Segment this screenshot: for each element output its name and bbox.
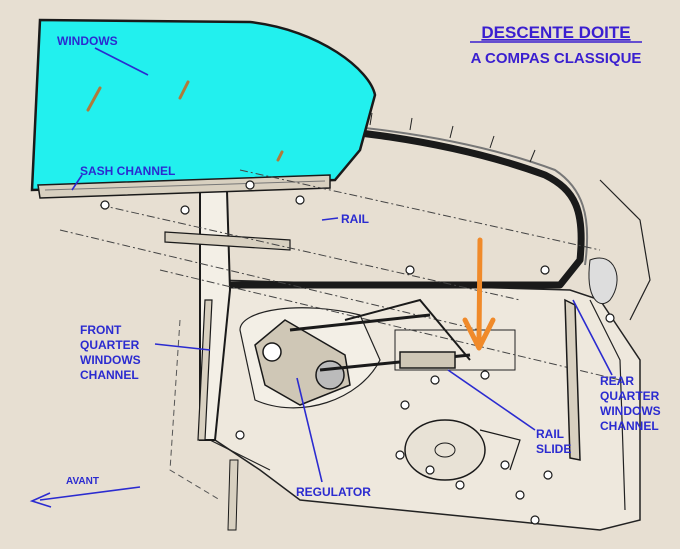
rail-slide-part [399, 351, 456, 369]
rear-pillar-shape [599, 179, 651, 321]
cover-plate [404, 419, 521, 481]
glass-reflections [86, 80, 284, 162]
label-rear-quarter-2: QUARTER [600, 389, 660, 403]
label-rail-slide-1: RAIL [536, 427, 564, 441]
sash-channel-bar [37, 174, 331, 199]
label-rail-slide-2: SLIDE [536, 442, 571, 456]
label-rear-quarter-1: REAR [600, 374, 634, 388]
screws [100, 180, 615, 525]
leader-sash [71, 174, 83, 191]
avant-arrow-icon [29, 486, 141, 508]
door-dashed-outline [169, 319, 221, 501]
leader-rail [321, 217, 339, 221]
leader-regulator [296, 377, 323, 483]
diagram-title: DESCENTE DOITE [481, 23, 630, 42]
rear-channel-bar [564, 298, 581, 461]
label-windows: WINDOWS [57, 34, 118, 48]
sash-channel-line [44, 180, 326, 191]
leader-rear [572, 299, 613, 376]
label-rear-quarter-4: CHANNEL [600, 419, 659, 433]
diagram-subtitle: A COMPAS CLASSIQUE [471, 50, 642, 67]
inner-panel-cutout [394, 329, 516, 371]
label-rail: RAIL [341, 212, 369, 226]
speaker-opening [588, 257, 618, 305]
label-rear-quarter-3: WINDOWS [600, 404, 661, 418]
label-regulator: REGULATOR [296, 485, 371, 499]
label-front-quarter-3: WINDOWS [80, 353, 141, 367]
front-channel-rod [197, 299, 213, 441]
label-front-quarter-2: QUARTER [80, 338, 140, 352]
label-front-quarter-1: FRONT [80, 323, 122, 337]
window-glass [30, 18, 377, 192]
door-rear-edge [589, 299, 626, 511]
leader-lines [71, 47, 613, 483]
lower-rod [227, 459, 239, 531]
construction-lines [59, 169, 621, 381]
leader-rail-slide [447, 369, 536, 431]
leader-front [154, 343, 211, 351]
label-front-quarter-4: CHANNEL [80, 368, 139, 382]
rail-bar [164, 231, 291, 251]
down-arrow-icon [462, 237, 496, 351]
leader-windows [94, 47, 149, 76]
label-sash-channel: SASH CHANNEL [80, 164, 175, 178]
label-avant: AVANT [66, 476, 99, 487]
